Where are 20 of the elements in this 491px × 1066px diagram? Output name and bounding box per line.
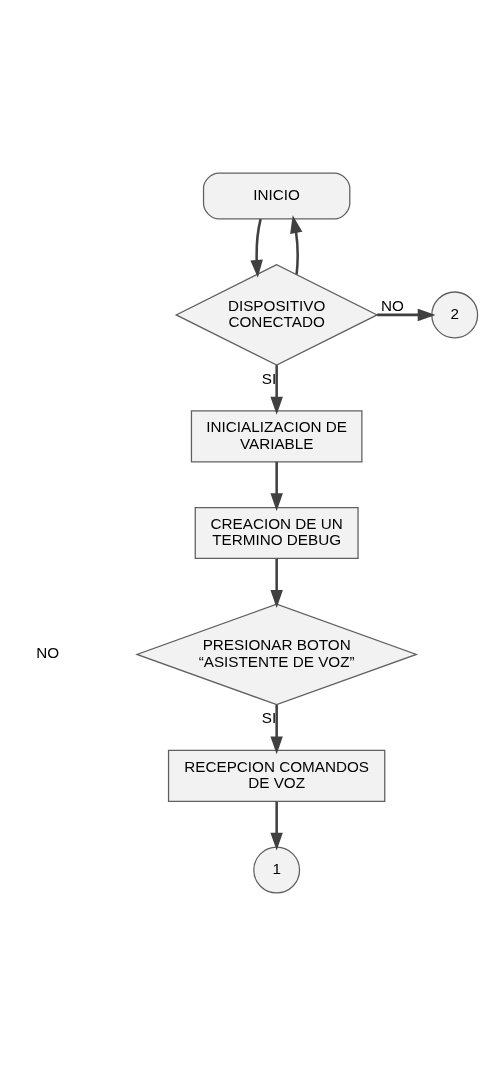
node-box: INICIALIZACION DE VARIABLE	[190, 410, 363, 463]
node-box: CREACION DE UN TERMINO DEBUG	[194, 506, 359, 560]
node-diamond: PRESIONAR BOTON “ASISTENTE DE VOZ”	[135, 603, 419, 706]
arrow	[290, 215, 303, 275]
arrow	[270, 558, 283, 608]
node-diamond: DISPOSITIVO CONECTADO	[174, 263, 379, 366]
arrow	[377, 308, 436, 322]
edge-label: SI	[261, 369, 277, 387]
label: NO	[36, 644, 60, 662]
arrow	[270, 801, 283, 851]
arrow	[270, 704, 283, 755]
edge-label: NO	[381, 296, 404, 314]
node-circle: 2	[431, 291, 479, 339]
edge-label: SI	[261, 709, 277, 727]
node-box: INICIO	[202, 172, 351, 220]
node-box: RECEPCION COMANDOS DE VOZ	[167, 749, 386, 802]
node-circle: 1	[253, 846, 301, 894]
arrow	[250, 218, 263, 278]
arrow	[270, 365, 283, 415]
arrow	[270, 461, 283, 512]
